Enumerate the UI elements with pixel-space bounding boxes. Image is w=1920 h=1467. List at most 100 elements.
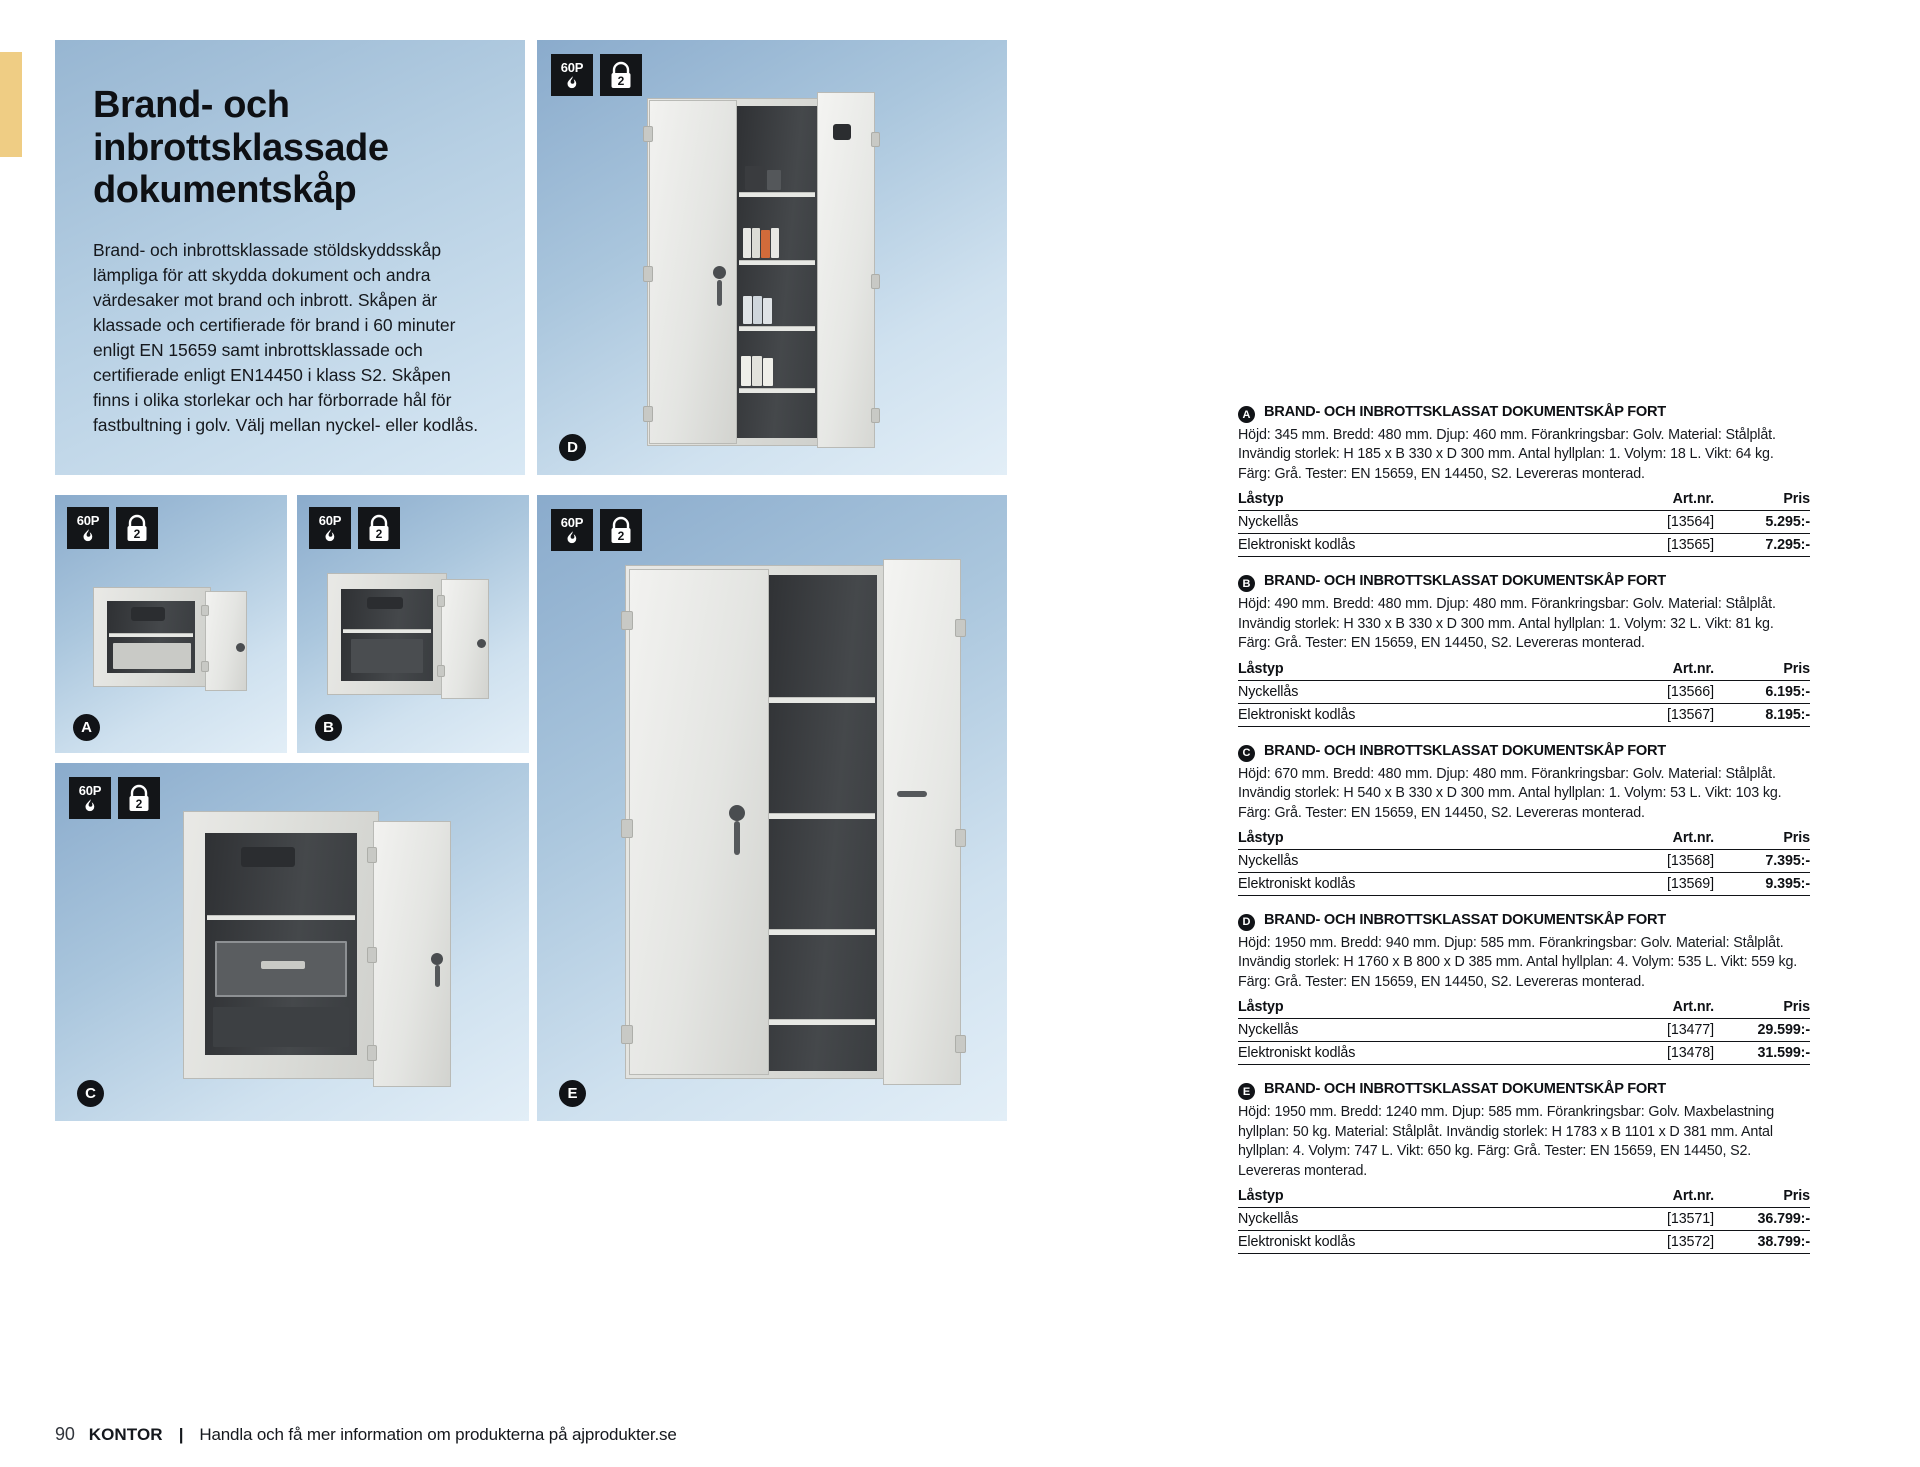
table-row[interactable]: Nyckellås [13564] 5.295:-: [1238, 510, 1810, 535]
col-header-pris: Pris: [1714, 829, 1810, 850]
safe-illustration-c: [183, 811, 503, 1093]
table-header-row: Låstyp Art.nr. Pris: [1238, 1188, 1810, 1208]
cell-artnr: [13566]: [1606, 680, 1714, 704]
footer-section: KONTOR: [88, 1425, 163, 1444]
burglary-class-label: 2: [375, 527, 383, 541]
certification-badges-b: 60P 2: [309, 507, 400, 549]
cell-lastyp: Elektroniskt kodlås: [1238, 1230, 1606, 1254]
product-block-a: A BRAND- OCH INBROTTSKLASSAT DOKUMENTSKÅ…: [1238, 404, 1810, 558]
cell-artnr: [13477]: [1606, 1018, 1714, 1043]
section-color-tab: [0, 52, 22, 157]
table-header-row: Låstyp Art.nr. Pris: [1238, 660, 1810, 681]
certification-badges-e: 60P 2: [551, 509, 642, 551]
product-description-e: Höjd: 1950 mm. Bredd: 1240 mm. Djup: 585…: [1238, 1104, 1775, 1179]
burglary-class-badge: 2: [600, 54, 642, 96]
product-letter-e: E: [1238, 1083, 1255, 1101]
col-header-lastyp: Låstyp: [1238, 1188, 1606, 1208]
page-title: Brand- och inbrottsklassade dokumentskåp: [93, 84, 389, 212]
hero-panel: Brand- och inbrottsklassade dokumentskåp…: [55, 40, 525, 475]
col-header-artnr: Art.nr.: [1606, 491, 1714, 512]
table-row[interactable]: Nyckellås [13477] 29.599:-: [1238, 1018, 1810, 1043]
product-title-a: BRAND- OCH INBROTTSKLASSAT DOKUMENTSKÅP …: [1264, 404, 1666, 420]
page-footer: 90 KONTOR | Handla och få mer informatio…: [55, 1424, 677, 1445]
cell-lastyp: Nyckellås: [1238, 1018, 1606, 1043]
cell-lastyp: Elektroniskt kodlås: [1238, 533, 1606, 558]
product-title-b: BRAND- OCH INBROTTSKLASSAT DOKUMENTSKÅP …: [1264, 573, 1666, 590]
padlock-icon: 2: [608, 515, 634, 545]
table-row[interactable]: Elektroniskt kodlås [13569] 9.395:-: [1238, 872, 1810, 896]
col-header-pris: Pris: [1714, 999, 1810, 1020]
col-header-lastyp: Låstyp: [1238, 660, 1606, 681]
certification-badges-c: 60P 2: [69, 777, 160, 819]
table-header-row: Låstyp Art.nr. Pris: [1238, 999, 1810, 1020]
cell-pris: 9.395:-: [1714, 872, 1810, 896]
price-table-a: Låstyp Art.nr. Pris Nyckellås [13564] 5.…: [1238, 491, 1810, 558]
flame-icon: [325, 528, 334, 541]
cell-lastyp: Elektroniskt kodlås: [1238, 872, 1606, 896]
cell-pris: 7.395:-: [1714, 849, 1810, 873]
cell-artnr: [13565]: [1606, 533, 1714, 558]
col-header-artnr: Art.nr.: [1606, 829, 1714, 850]
col-header-pris: Pris: [1714, 1188, 1810, 1208]
product-letter-d: D: [1238, 913, 1255, 931]
col-header-lastyp: Låstyp: [1238, 829, 1606, 850]
cabinet-illustration-d: [637, 88, 937, 456]
page-number: 90: [55, 1424, 75, 1444]
cell-artnr: [13569]: [1606, 872, 1714, 896]
cell-pris: 5.295:-: [1714, 510, 1810, 535]
fire-rating-label: 60P: [560, 59, 584, 75]
product-description-d: Höjd: 1950 mm. Bredd: 940 mm. Djup: 585 …: [1238, 934, 1798, 990]
fire-rating-label: 60P: [318, 512, 342, 528]
product-image-e: 60P 2: [537, 495, 1007, 1121]
product-letter-a: A: [1238, 406, 1255, 423]
cell-artnr: [13567]: [1606, 703, 1714, 727]
marker-a: A: [73, 714, 100, 741]
table-row[interactable]: Elektroniskt kodlås [13565] 7.295:-: [1238, 533, 1810, 558]
table-row[interactable]: Elektroniskt kodlås [13567] 8.195:-: [1238, 703, 1810, 727]
product-description-b: Höjd: 490 mm. Bredd: 480 mm. Djup: 480 m…: [1238, 596, 1776, 652]
cell-lastyp: Nyckellås: [1238, 849, 1606, 873]
cell-pris: 8.195:-: [1714, 703, 1810, 727]
col-header-lastyp: Låstyp: [1238, 999, 1606, 1020]
burglary-class-label: 2: [617, 74, 625, 88]
table-row[interactable]: Nyckellås [13571] 36.799:-: [1238, 1207, 1810, 1231]
certification-badges-a: 60P 2: [67, 507, 158, 549]
cell-artnr: [13478]: [1606, 1041, 1714, 1066]
footer-text: Handla och få mer information om produkt…: [199, 1425, 677, 1444]
burglary-class-label: 2: [617, 529, 625, 543]
product-heading-c: C BRAND- OCH INBROTTSKLASSAT DOKUMENTSKÅ…: [1238, 743, 1810, 762]
table-row[interactable]: Nyckellås [13568] 7.395:-: [1238, 849, 1810, 873]
fire-rating-label: 60P: [78, 782, 102, 798]
cell-lastyp: Nyckellås: [1238, 1207, 1606, 1231]
product-heading-b: B BRAND- OCH INBROTTSKLASSAT DOKUMENTSKÅ…: [1238, 573, 1810, 593]
price-table-c: Låstyp Art.nr. Pris Nyckellås [13568] 7.…: [1238, 829, 1810, 896]
cell-pris: 31.599:-: [1714, 1041, 1810, 1066]
product-heading-a: A BRAND- OCH INBROTTSKLASSAT DOKUMENTSKÅ…: [1238, 404, 1810, 423]
table-row[interactable]: Elektroniskt kodlås [13572] 38.799:-: [1238, 1230, 1810, 1254]
product-block-b: B BRAND- OCH INBROTTSKLASSAT DOKUMENTSKÅ…: [1238, 573, 1810, 727]
product-block-d: D BRAND- OCH INBROTTSKLASSAT DOKUMENTSKÅ…: [1238, 912, 1810, 1066]
cell-pris: 36.799:-: [1714, 1207, 1810, 1231]
padlock-icon: 2: [366, 513, 392, 543]
table-row[interactable]: Nyckellås [13566] 6.195:-: [1238, 680, 1810, 704]
fire-rating-badge: 60P: [551, 54, 593, 96]
table-row[interactable]: Elektroniskt kodlås [13478] 31.599:-: [1238, 1041, 1810, 1066]
padlock-icon: 2: [126, 783, 152, 813]
cell-artnr: [13568]: [1606, 849, 1714, 873]
burglary-class-label: 2: [135, 797, 143, 811]
flame-icon: [567, 75, 576, 88]
burglary-class-label: 2: [133, 527, 141, 541]
product-block-c: C BRAND- OCH INBROTTSKLASSAT DOKUMENTSKÅ…: [1238, 743, 1810, 896]
cell-pris: 6.195:-: [1714, 680, 1810, 704]
product-description-c: Höjd: 670 mm. Bredd: 480 mm. Djup: 480 m…: [1238, 765, 1782, 821]
cell-pris: 38.799:-: [1714, 1230, 1810, 1254]
col-header-artnr: Art.nr.: [1606, 1188, 1714, 1208]
footer-separator: |: [178, 1425, 184, 1444]
cell-artnr: [13572]: [1606, 1230, 1714, 1254]
marker-d: D: [559, 434, 586, 461]
cell-lastyp: Nyckellås: [1238, 680, 1606, 704]
product-heading-e: E BRAND- OCH INBROTTSKLASSAT DOKUMENTSKÅ…: [1238, 1081, 1810, 1101]
col-header-pris: Pris: [1714, 660, 1810, 681]
fire-rating-label: 60P: [560, 514, 584, 530]
flame-icon: [85, 798, 94, 811]
